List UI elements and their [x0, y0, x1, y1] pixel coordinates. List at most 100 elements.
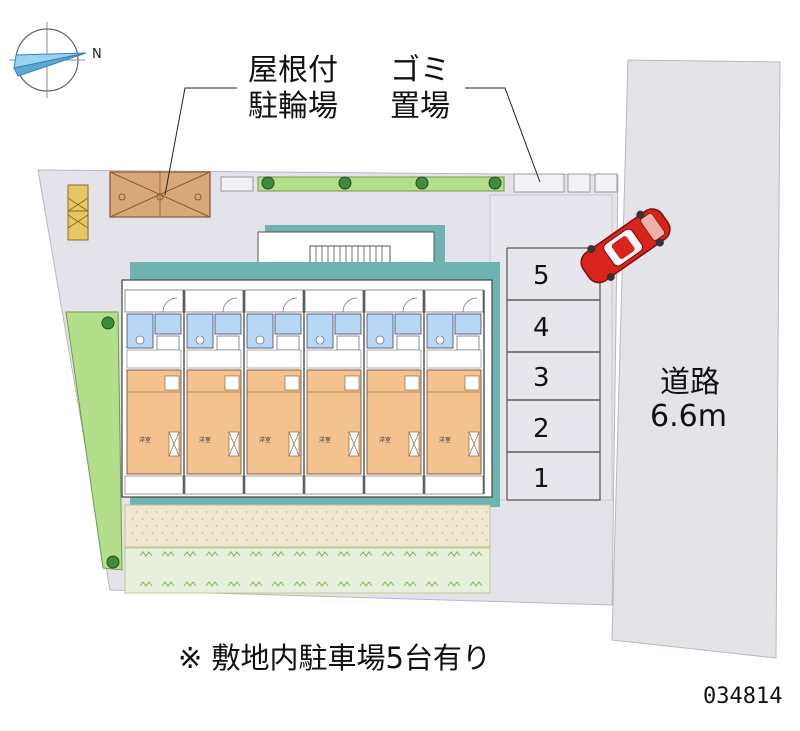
gravel-dot — [155, 511, 158, 513]
bike-shelter-label-line1: 屋根付 — [248, 53, 338, 88]
lawn-left — [65, 311, 123, 571]
compass-icon: N — [9, 22, 102, 98]
gravel-dot — [285, 511, 288, 513]
gravel-dot — [335, 525, 338, 527]
bike-shelter-leader — [164, 87, 237, 196]
grass-tuft — [183, 581, 197, 587]
gravel-dot — [385, 525, 388, 527]
grass-tuft — [271, 551, 285, 557]
gravel-dot — [405, 511, 408, 513]
gravel-dot — [385, 539, 388, 541]
gravel-dot — [195, 525, 198, 527]
gravel-dot — [135, 539, 138, 541]
gravel-dot — [351, 532, 354, 534]
gravel-dot — [295, 539, 298, 541]
grass-tuft — [425, 551, 439, 557]
garbage-bin — [594, 173, 618, 193]
parking-slot-5: 5 — [533, 261, 550, 291]
garbage-area — [513, 173, 565, 193]
grass-tuft — [315, 551, 329, 557]
gravel-dot — [131, 532, 134, 534]
gravel-dot — [395, 539, 398, 541]
garbage-leader — [465, 87, 541, 183]
road-width-label: 6.6m — [650, 399, 727, 434]
gravel-dot — [455, 525, 458, 527]
gravel-dot — [331, 532, 334, 534]
gravel-dot — [251, 518, 254, 520]
gravel-dot — [141, 518, 144, 520]
gravel-dot — [425, 525, 428, 527]
gravel-dot — [415, 539, 418, 541]
gravel-dot — [165, 525, 168, 527]
grass-tuft — [403, 581, 417, 587]
gravel-dot — [361, 518, 364, 520]
compass-north-label: N — [92, 47, 102, 62]
gravel-dot — [465, 525, 468, 527]
grass-tuft — [139, 581, 153, 587]
apartment-unit: 洋室 — [424, 289, 485, 495]
gravel-dot — [485, 525, 488, 527]
gravel-dot — [455, 511, 458, 513]
gravel-dot — [461, 532, 464, 534]
grass-tuft — [249, 551, 263, 557]
gravel-dot — [255, 525, 258, 527]
tree — [106, 555, 120, 569]
grass-tuft — [447, 581, 461, 587]
gravel-dot — [475, 539, 478, 541]
parking-slot-3: 3 — [533, 363, 550, 393]
gravel-dot — [301, 518, 304, 520]
car-icon — [580, 208, 671, 284]
gravel-dot — [391, 532, 394, 534]
gravel-dot — [445, 511, 448, 513]
gravel-dot — [195, 539, 198, 541]
gravel-dot — [191, 532, 194, 534]
unit-room-label: 洋室 — [259, 436, 271, 444]
gravel-dot — [335, 539, 338, 541]
gravel-dot — [351, 518, 354, 520]
gravel-dot — [265, 539, 268, 541]
gravel-dot — [395, 511, 398, 513]
gravel-dot — [211, 518, 214, 520]
gravel-dot — [225, 511, 228, 513]
gravel-dot — [135, 511, 138, 513]
parking-slot-4: 4 — [533, 313, 550, 343]
gravel-dot — [435, 525, 438, 527]
gravel-dot — [481, 518, 484, 520]
gravel-dot — [165, 511, 168, 513]
gravel-dot — [455, 539, 458, 541]
gravel-dot — [451, 532, 454, 534]
gravel-dot — [375, 511, 378, 513]
gravel-dot — [291, 532, 294, 534]
gravel-dot — [135, 525, 138, 527]
grass-tufts — [139, 551, 483, 587]
parking-area — [489, 194, 613, 501]
gravel-dot — [425, 511, 428, 513]
gravel-dot — [435, 511, 438, 513]
gravel-dot — [215, 539, 218, 541]
gravel-dot — [261, 518, 264, 520]
gravel-dot — [221, 518, 224, 520]
gravel-dot — [151, 532, 154, 534]
grass-tuft — [337, 551, 351, 557]
gravel-dot — [391, 518, 394, 520]
gravel-dot — [185, 525, 188, 527]
gravel-dot — [415, 525, 418, 527]
grass-tuft — [403, 551, 417, 557]
gravel-dot — [181, 518, 184, 520]
bike-shelter-label-line2: 駐輪場 — [248, 89, 338, 124]
gravel-dot — [275, 539, 278, 541]
grass-tuft — [469, 581, 483, 587]
gravel-dot — [475, 511, 478, 513]
gravel-dot — [421, 518, 424, 520]
unit-row: 洋室洋室洋室洋室洋室洋室 — [124, 289, 485, 495]
gravel-dot — [291, 518, 294, 520]
grass-tuft — [381, 551, 395, 557]
grass-tuft — [293, 581, 307, 587]
gravel-dot — [205, 539, 208, 541]
gravel-dot — [245, 525, 248, 527]
gravel-dot — [365, 511, 368, 513]
gravel-dot — [255, 539, 258, 541]
lawn-bottom — [124, 547, 491, 594]
gravel-dots — [131, 511, 488, 541]
